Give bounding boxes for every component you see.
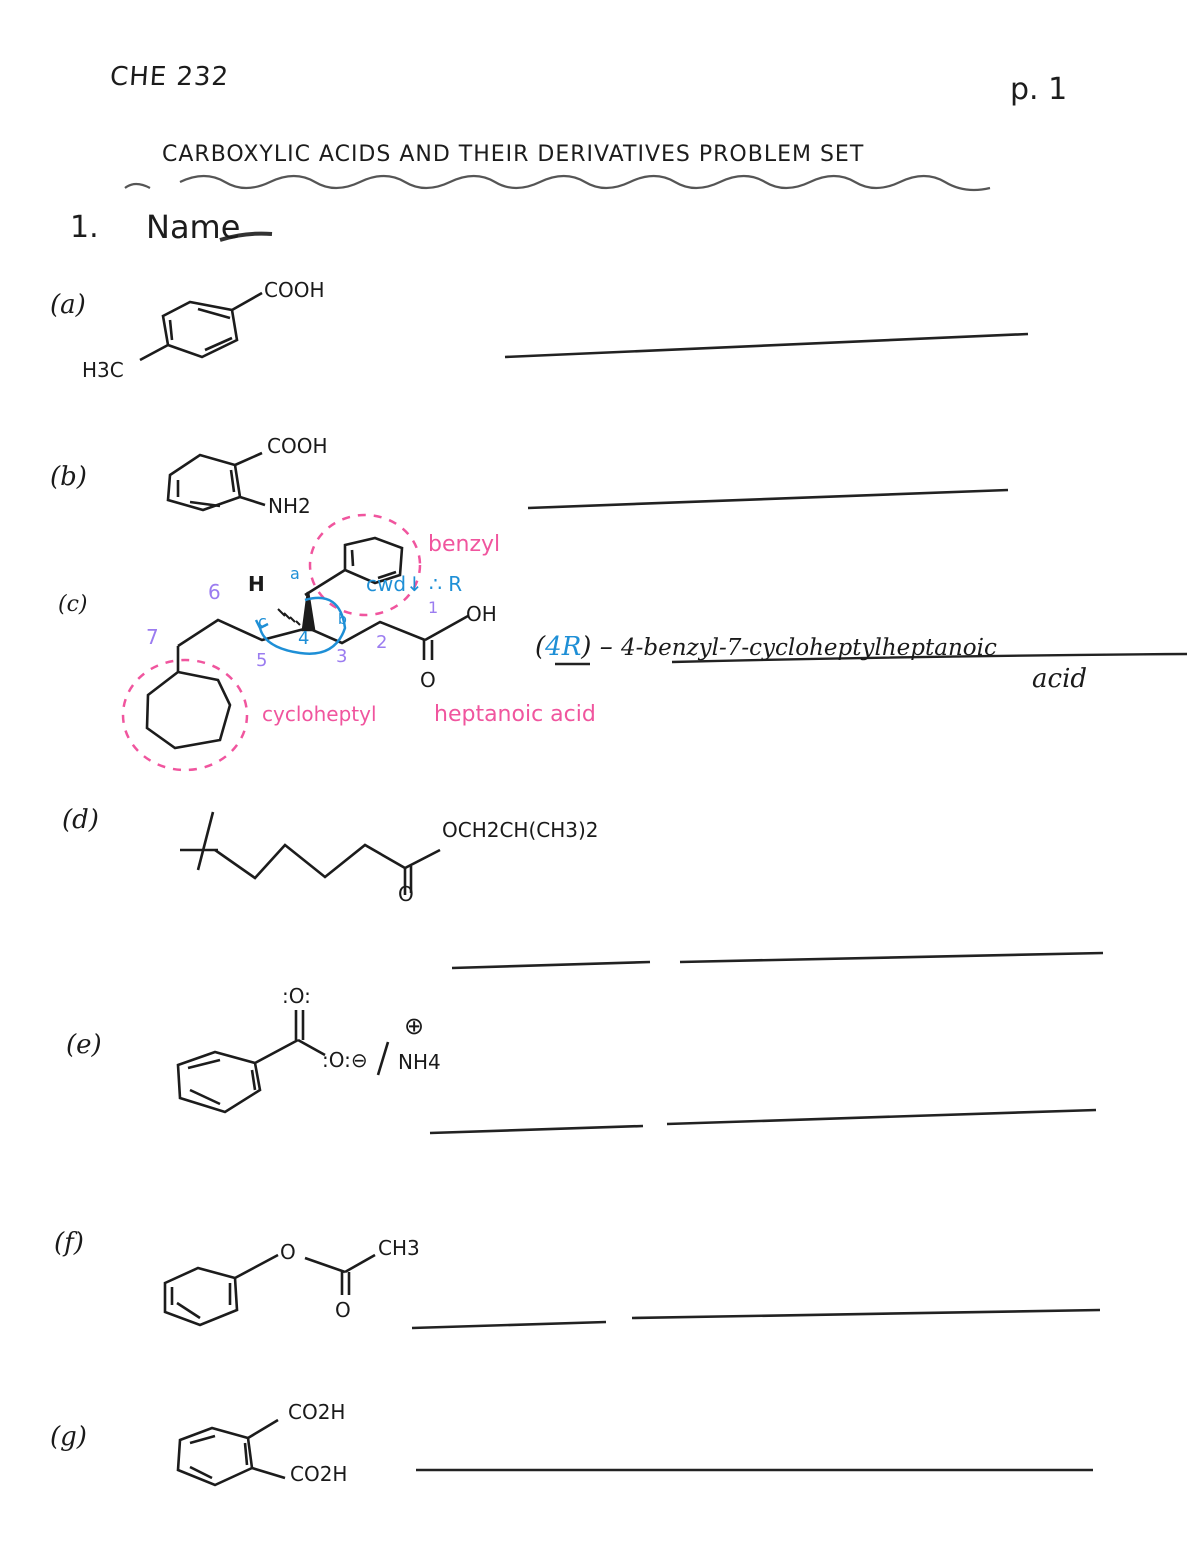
problem-label-e: (e): [66, 1030, 102, 1060]
problem-label-g: (g): [50, 1422, 87, 1452]
question-instruction: Name: [146, 208, 241, 246]
benzyl-annotation: benzyl: [428, 532, 501, 557]
paren-open: (: [535, 632, 546, 662]
amine-label: NH2: [268, 494, 311, 518]
parent-chain-annotation: heptanoic acid: [434, 702, 596, 727]
carbonyl-oxygen-label: :O:: [282, 984, 311, 1008]
methyl-label: CH3: [378, 1236, 420, 1260]
problem-set-title: CARBOXYLIC ACIDS AND THEIR DERIVATIVES P…: [162, 142, 865, 167]
ester-oxygen-label: O: [280, 1240, 296, 1264]
carboxyl-label-1: CO2H: [288, 1400, 346, 1424]
hydroxyl-label: OH: [466, 602, 497, 626]
structure-f: [163, 1253, 376, 1327]
carbonyl-oxygen-label: O: [335, 1298, 351, 1322]
problem-label-f: (f): [54, 1228, 84, 1258]
chain-number-2: 2: [376, 632, 388, 653]
chain-number-5: 5: [256, 650, 268, 671]
answer-line-d-2: [679, 951, 1104, 964]
structure-e: [176, 1010, 390, 1114]
structure-b: [166, 451, 266, 512]
hydrogen-label: H: [248, 572, 265, 596]
ammonium-label: NH4: [398, 1050, 441, 1074]
chain-number-1: 1: [428, 598, 439, 617]
problem-label-c: (c): [58, 592, 88, 617]
cycloheptyl-annotation: cycloheptyl: [262, 702, 377, 726]
stereo-descriptor: 4R: [545, 632, 582, 662]
paren-close: ) –: [581, 632, 613, 662]
carbonyl-oxygen-label: O: [420, 668, 436, 692]
answer-line-a: [504, 332, 1029, 359]
answer-line-e-2: [666, 1108, 1097, 1126]
page-number: p. 1: [1010, 72, 1068, 107]
answer-underline-c: [671, 652, 1188, 664]
priority-b: b: [338, 612, 347, 628]
cooh-label: COOH: [267, 434, 328, 458]
chain-number-7: 7: [146, 625, 159, 649]
structure-a: [139, 291, 263, 362]
benzyl-highlight: [308, 513, 422, 617]
priority-a: a: [290, 564, 300, 583]
problem-label-d: (d): [62, 805, 99, 835]
structure-c: [145, 536, 469, 750]
answer-line-b: [527, 488, 1009, 510]
answer-line-f-2: [631, 1308, 1101, 1320]
answer-line-d-1: [451, 960, 651, 970]
title-wavy-underline: [124, 174, 991, 192]
stereo-annotation: cwd↓ ∴ R: [366, 572, 463, 596]
answer-line-f-1: [411, 1320, 607, 1330]
chain-number-4: 4: [298, 628, 310, 649]
methyl-label: H3C: [82, 358, 124, 382]
structure-d: [180, 811, 441, 895]
carboxylate-oxygen-label: :O:⊖: [322, 1048, 368, 1072]
problem-label-a: (a): [50, 290, 86, 320]
carbonyl-oxygen-label: O: [398, 882, 414, 906]
iupac-name: 4-benzyl-7-cycloheptylheptanoic: [620, 635, 997, 661]
answer-c-line1: (4R) – 4-benzyl-7-cycloheptylheptanoic: [535, 632, 997, 662]
answer-c-line2: acid: [1032, 664, 1088, 694]
name-underline: [219, 231, 273, 242]
positive-charge-icon: ⊕: [404, 1012, 425, 1040]
isobutoxy-label: OCH2CH(CH3)2: [442, 818, 599, 842]
chain-number-3: 3: [336, 646, 348, 667]
problem-label-b: (b): [50, 462, 87, 492]
question-number: 1.: [70, 210, 99, 245]
cycloheptyl-highlight: [121, 658, 249, 772]
rotation-arrow: [254, 596, 347, 655]
structure-g: [176, 1418, 286, 1487]
chain-number-6: 6: [208, 580, 221, 604]
cooh-label: COOH: [264, 278, 325, 302]
priority-c: c: [258, 612, 267, 631]
carboxyl-label-2: CO2H: [290, 1462, 348, 1486]
answer-line-e-1: [429, 1124, 644, 1135]
